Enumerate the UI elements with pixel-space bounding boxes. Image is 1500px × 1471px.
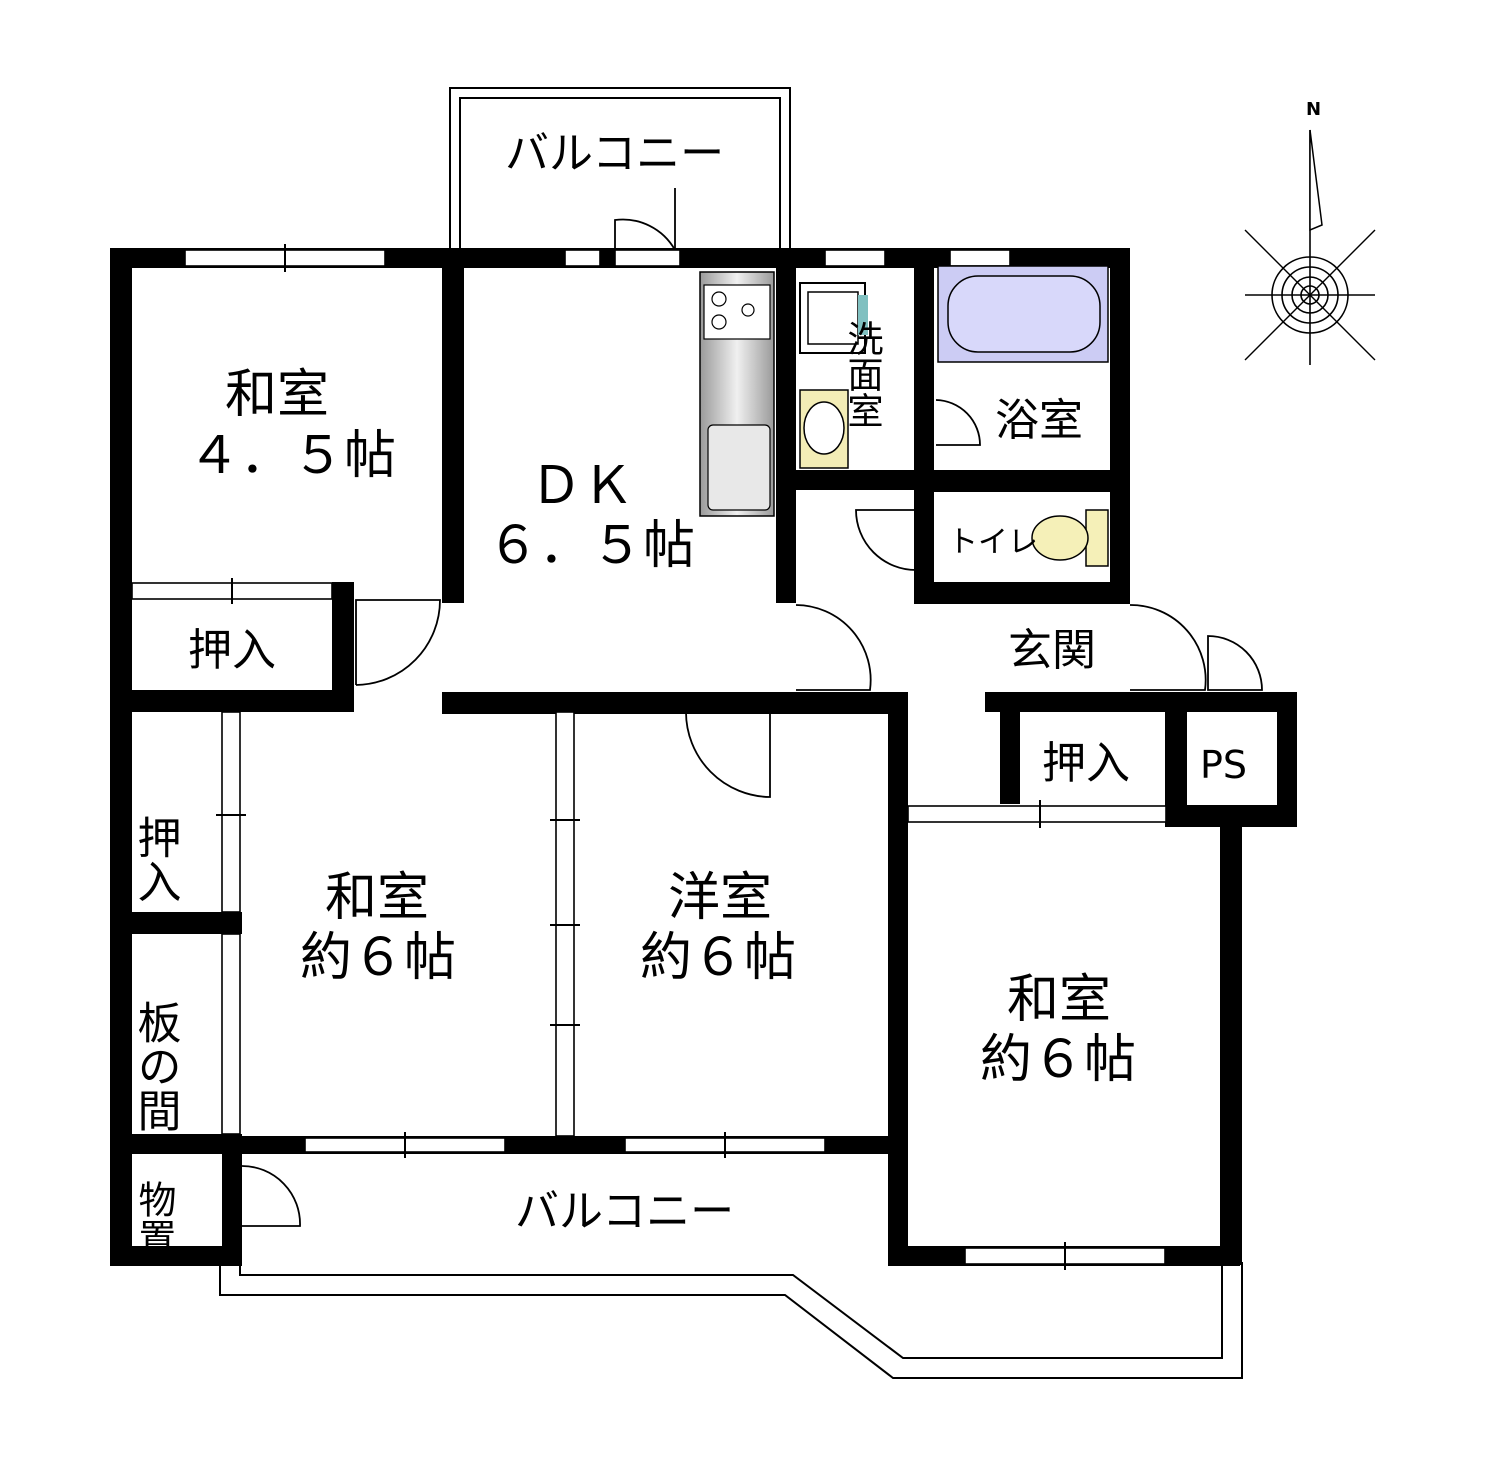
itanoma-label: 板の間	[130, 1000, 181, 1132]
oshiire-top-label: 押入	[188, 625, 276, 676]
fusuma	[131, 578, 1167, 1137]
genkan-label: 玄関	[1008, 625, 1096, 676]
room-dk-name: ＤＫ	[530, 456, 634, 516]
room-washitsu-a-size: ４．５帖	[188, 426, 396, 486]
windows	[184, 244, 1166, 1270]
toilet-fixture	[1031, 509, 1109, 567]
room-washitsu-c-size: 約６帖	[980, 1030, 1136, 1090]
room-washitsu-b-name: 和室	[325, 868, 429, 928]
oshiire-left-label: 押入	[130, 815, 181, 903]
oshiire-entry-label: 押入	[1042, 738, 1130, 789]
kitchen-counter	[699, 271, 775, 517]
balcony-bottom-outline	[219, 1262, 1243, 1379]
room-washitsu-b-size: 約６帖	[300, 928, 456, 988]
compass-icon: N	[1244, 99, 1376, 365]
balcony-top-outline	[449, 87, 791, 250]
senmenshitsu-label: 洗面室	[842, 320, 883, 428]
room-youshitsu-size: 約６帖	[640, 928, 796, 988]
room-washitsu-c-name: 和室	[1007, 970, 1111, 1030]
doors	[241, 188, 1263, 1227]
room-washitsu-a-name: 和室	[225, 365, 329, 425]
toilet-label: トイレ	[948, 525, 1038, 560]
room-youshitsu-name: 洋室	[668, 868, 772, 928]
balcony-bottom-label: バルコニー	[515, 1186, 734, 1237]
yokushitsu-label: 浴室	[995, 395, 1083, 446]
balcony-top-label: バルコニー	[505, 128, 724, 179]
walls	[110, 248, 1297, 1266]
washroom-fixtures	[799, 282, 868, 469]
ps-label: PS	[1200, 743, 1247, 787]
svg-text:N: N	[1306, 99, 1321, 120]
bathtub	[937, 265, 1109, 363]
monooki-label: 物置	[132, 1180, 176, 1256]
room-dk-size: ６．５帖	[487, 516, 695, 576]
